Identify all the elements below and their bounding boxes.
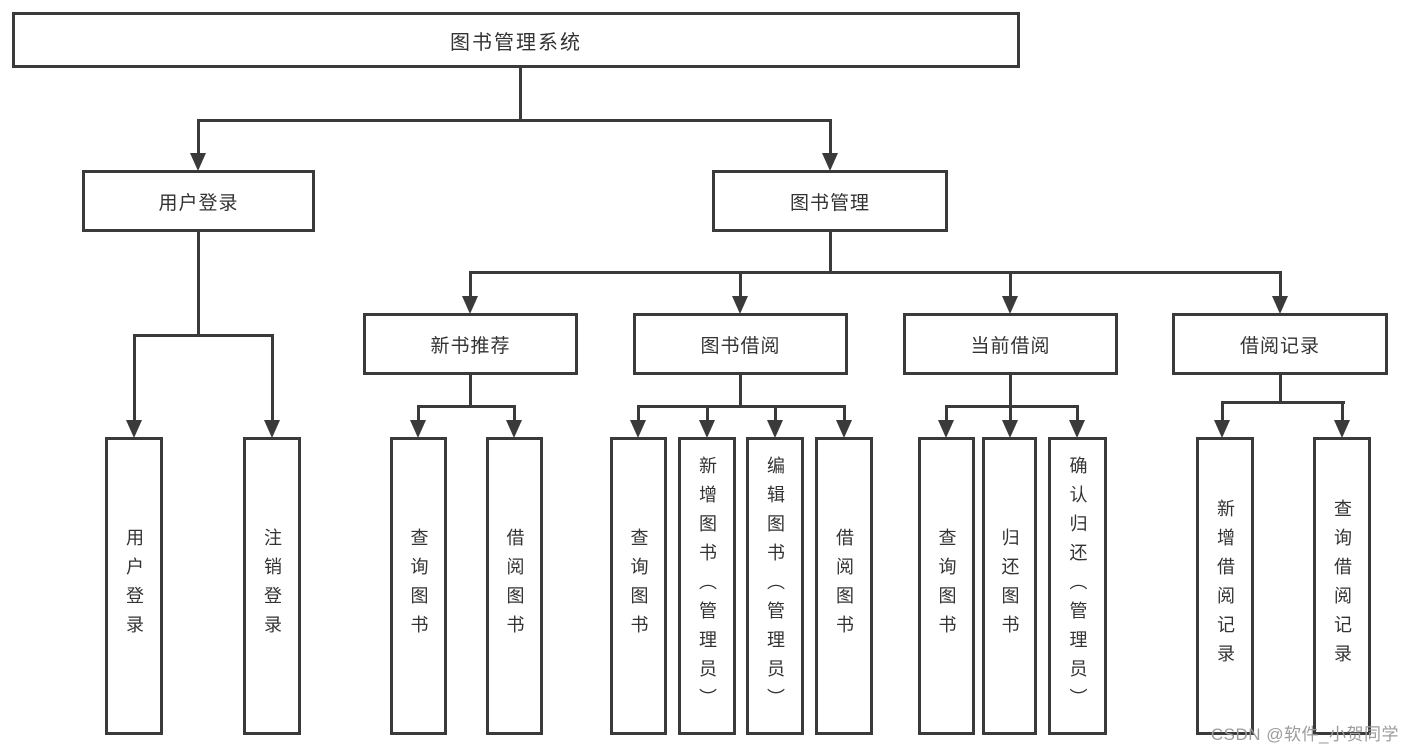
connector-drop-leaf <box>637 405 640 423</box>
connector-drop-leaf <box>843 405 846 423</box>
node-label: 图书借阅 <box>700 335 781 357</box>
leaf-label: 查询图书 <box>408 528 429 644</box>
arrowhead-down-icon <box>836 420 852 438</box>
leaf-add-borrow-record: 新增借阅记录 <box>1196 437 1254 735</box>
leaf-label: 用户登录 <box>124 528 144 644</box>
connector-group-bar <box>1221 401 1345 404</box>
node-label: 当前借阅 <box>970 335 1051 357</box>
leaf-label: 注销登录 <box>262 528 282 644</box>
leaf-borrow-books: 借阅图书 <box>815 437 873 735</box>
node-current-borrowing: 当前借阅 <box>903 313 1118 375</box>
arrowhead-down-icon <box>699 420 715 438</box>
arrowhead-down-icon <box>264 420 280 438</box>
node-book-borrowing: 图书借阅 <box>633 313 848 375</box>
node-book-management: 图书管理 <box>712 170 948 232</box>
node-user-login: 用户登录 <box>82 170 315 232</box>
leaf-user-login: 用户登录 <box>105 437 163 735</box>
leaf-query-books: 查询图书 <box>390 437 447 735</box>
node-label: 图书管理 <box>789 192 870 214</box>
connector-group-bar <box>417 405 516 408</box>
arrowhead-down-icon <box>822 153 838 171</box>
connector-group-bar <box>945 405 1079 408</box>
arrowhead-down-icon <box>938 420 954 438</box>
arrowhead-down-icon <box>1069 420 1085 438</box>
connector-drop-node <box>1279 271 1282 299</box>
leaf-query-borrow-record: 查询借阅记录 <box>1313 437 1371 735</box>
leaf-label: 确认归还（管理员） <box>1067 455 1088 717</box>
leaf-label: 新增图书（管理员） <box>697 455 717 717</box>
connector-drop-leaf <box>271 334 274 423</box>
leaf-edit-book-admin: 编辑图书（管理员） <box>746 437 804 735</box>
connector-drop-node <box>1009 271 1012 299</box>
arrowhead-down-icon <box>630 420 646 438</box>
connector-drop-leaf <box>774 405 777 423</box>
leaf-label: 借阅图书 <box>504 528 525 644</box>
connector-drop-leaf <box>945 405 948 423</box>
arrowhead-down-icon <box>190 153 206 171</box>
connector-drop-user-login <box>197 119 200 158</box>
connector-group-stem <box>1279 373 1282 404</box>
arrowhead-down-icon <box>410 420 426 438</box>
arrowhead-down-icon <box>1214 420 1230 438</box>
connector-book-management-stem <box>829 229 832 274</box>
connector-drop-leaf <box>1009 405 1012 423</box>
connector-drop-leaf <box>513 405 516 423</box>
leaf-query-books: 查询图书 <box>610 437 667 735</box>
connector-drop-node <box>469 271 472 299</box>
connector-user-login-bar <box>133 334 274 337</box>
connector-level3-bar <box>469 271 1282 274</box>
connector-user-login-stem <box>197 229 200 336</box>
leaf-add-book-admin: 新增图书（管理员） <box>678 437 736 735</box>
connector-drop-leaf <box>133 334 136 423</box>
arrowhead-down-icon <box>1272 296 1288 314</box>
leaf-label: 查询借阅记录 <box>1332 499 1352 673</box>
connector-group-stem <box>739 373 742 408</box>
connector-drop-leaf <box>417 405 420 423</box>
arrowhead-down-icon <box>462 296 478 314</box>
leaf-query-books: 查询图书 <box>918 437 975 735</box>
connector-drop-leaf <box>1341 401 1344 423</box>
connector-drop-node <box>739 271 742 299</box>
leaf-label: 新增借阅记录 <box>1215 499 1235 673</box>
leaf-logout: 注销登录 <box>243 437 301 735</box>
node-borrowing-records: 借阅记录 <box>1172 313 1388 375</box>
leaf-label: 编辑图书（管理员） <box>765 455 785 717</box>
connector-drop-leaf <box>1221 401 1224 423</box>
leaf-label: 借阅图书 <box>834 528 854 644</box>
leaf-return-book: 归还图书 <box>982 437 1037 735</box>
node-label: 新书推荐 <box>430 335 511 357</box>
node-label: 图书管理系统 <box>450 31 582 54</box>
connector-group-stem <box>1009 373 1012 408</box>
connector-drop-leaf <box>1076 405 1079 423</box>
connector-group-bar <box>637 405 846 408</box>
arrowhead-down-icon <box>1334 420 1350 438</box>
node-library-management-system: 图书管理系统 <box>12 12 1020 68</box>
connector-group-stem <box>469 373 472 408</box>
arrowhead-down-icon <box>126 420 142 438</box>
connector-drop-leaf <box>706 405 709 423</box>
watermark: CSDN @软件_小贺同学 <box>1210 725 1399 744</box>
node-label: 借阅记录 <box>1239 335 1320 357</box>
leaf-label: 查询图书 <box>628 528 649 644</box>
leaf-borrow-books: 借阅图书 <box>486 437 543 735</box>
leaf-label: 查询图书 <box>936 528 957 644</box>
arrowhead-down-icon <box>1002 296 1018 314</box>
node-new-book-recommendation: 新书推荐 <box>363 313 578 375</box>
arrowhead-down-icon <box>732 296 748 314</box>
arrowhead-down-icon <box>506 420 522 438</box>
connector-level2-bar <box>197 119 832 122</box>
connector-drop-book-management <box>829 119 832 158</box>
leaf-label: 归还图书 <box>999 528 1020 644</box>
connector-root-trunk <box>519 66 522 121</box>
arrowhead-down-icon <box>767 420 783 438</box>
arrowhead-down-icon <box>1002 420 1018 438</box>
node-label: 用户登录 <box>158 192 239 214</box>
leaf-confirm-return-admin: 确认归还（管理员） <box>1048 437 1107 735</box>
